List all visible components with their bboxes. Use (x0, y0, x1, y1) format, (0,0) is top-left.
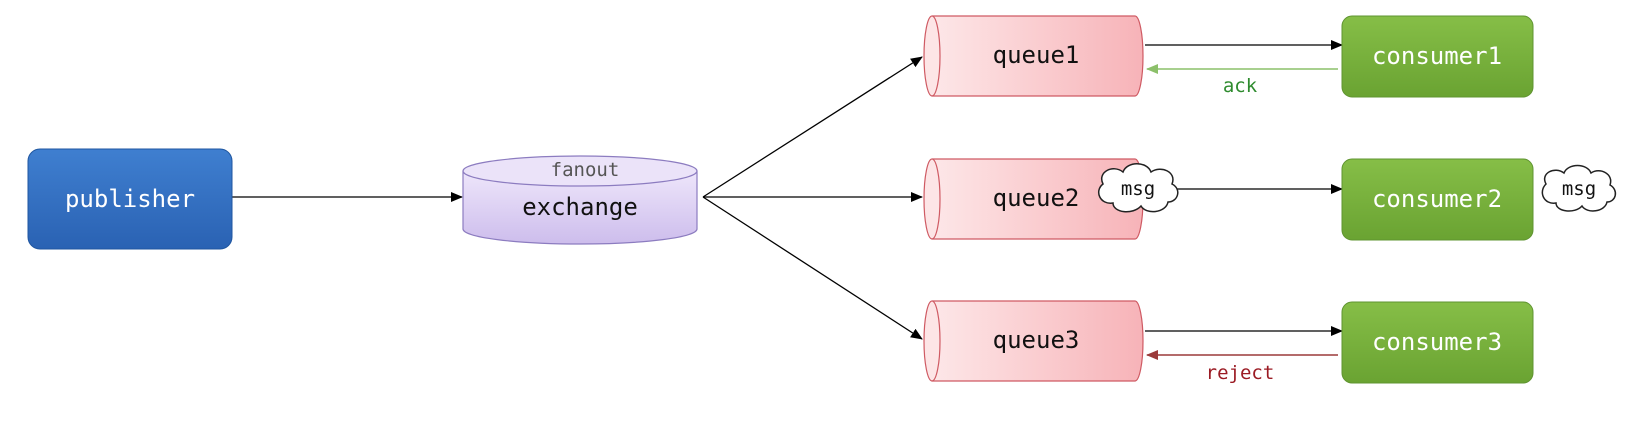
queue3-label: queue3 (993, 326, 1080, 354)
consumer2-node: consumer2 (1341, 158, 1534, 241)
consumer3-label: consumer3 (1372, 328, 1502, 356)
connectors (222, 40, 1343, 360)
queue1-label: queue1 (993, 41, 1080, 69)
edge-exchange-queue3 (702, 196, 923, 340)
consumer3-node: consumer3 (1341, 301, 1534, 384)
consumer1-node: consumer1 (1341, 15, 1534, 98)
publisher-node: publisher (27, 148, 233, 250)
exchange-node: fanout exchange (462, 155, 698, 245)
consumer2-label: consumer2 (1372, 185, 1502, 213)
exchange-label: exchange (522, 193, 638, 221)
consumer1-label: consumer1 (1372, 42, 1502, 70)
ack-label: ack (1223, 75, 1258, 97)
queue3-node: queue3 (923, 300, 1144, 382)
exchange-type-label: fanout (551, 159, 620, 181)
edge-exchange-queue1 (702, 56, 923, 198)
queue2-node: queue2 (923, 158, 1144, 240)
reject-label: reject (1206, 362, 1275, 384)
queue2-label: queue2 (993, 184, 1080, 212)
publisher-label: publisher (65, 185, 195, 213)
queue1-node: queue1 (923, 15, 1144, 97)
consumer2-msg-label: msg (1562, 178, 1596, 200)
consumer2-msg-cloud: msg (1541, 164, 1617, 212)
queue2-msg-label: msg (1121, 178, 1155, 200)
queue2-msg-cloud: msg (1098, 163, 1179, 213)
